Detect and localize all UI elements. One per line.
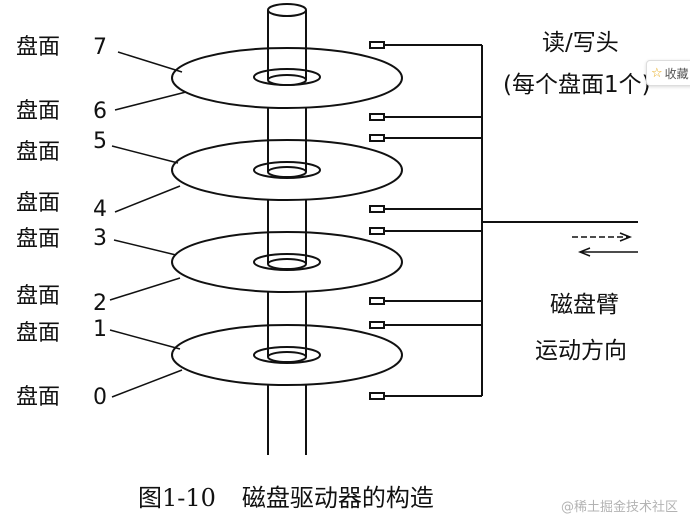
favorite-label: 收藏 bbox=[664, 66, 689, 81]
figure-caption: 图1-10 磁盘驱动器的构造 bbox=[138, 478, 434, 513]
favorite-button[interactable]: ☆ 收藏 bbox=[646, 60, 690, 86]
surface-label-7: 盘面 bbox=[16, 35, 61, 60]
watermark: @稀土掘金技术社区 bbox=[560, 500, 678, 515]
motion-arrows bbox=[572, 232, 638, 257]
leader-lines bbox=[109, 51, 187, 398]
surface-number-4: 4 bbox=[93, 197, 107, 222]
surface-number-3: 3 bbox=[93, 226, 107, 251]
surface-number-7: 7 bbox=[93, 35, 107, 60]
surface-label-6: 盘面 bbox=[16, 99, 61, 124]
surface-label-5: 盘面 bbox=[16, 140, 61, 165]
spindle-cap bbox=[267, 3, 307, 17]
spindle-bottom bbox=[267, 385, 307, 455]
surface-number-0: 0 bbox=[93, 385, 107, 410]
figure-number: 图1-10 bbox=[138, 484, 216, 512]
head-label-line1: 读/写头 bbox=[542, 30, 619, 56]
head-label-line2: (每个盘面1个) bbox=[503, 72, 651, 98]
arm-links bbox=[384, 44, 638, 397]
arm-label-line1: 磁盘臂 bbox=[550, 292, 619, 318]
surface-label-1: 盘面 bbox=[16, 321, 61, 346]
arm-label-line2: 运动方向 bbox=[535, 338, 627, 364]
surface-label-4: 盘面 bbox=[16, 191, 61, 216]
figure-title: 磁盘驱动器的构造 bbox=[241, 484, 434, 512]
surface-label-2: 盘面 bbox=[16, 284, 61, 309]
surface-label-0: 盘面 bbox=[16, 385, 61, 410]
surface-label-3: 盘面 bbox=[16, 227, 61, 252]
surface-number-6: 6 bbox=[93, 99, 107, 124]
surface-number-2: 2 bbox=[93, 291, 107, 316]
star-icon: ☆ bbox=[651, 65, 663, 81]
surface-number-1: 1 bbox=[93, 317, 107, 342]
surface-number-5: 5 bbox=[93, 129, 107, 154]
